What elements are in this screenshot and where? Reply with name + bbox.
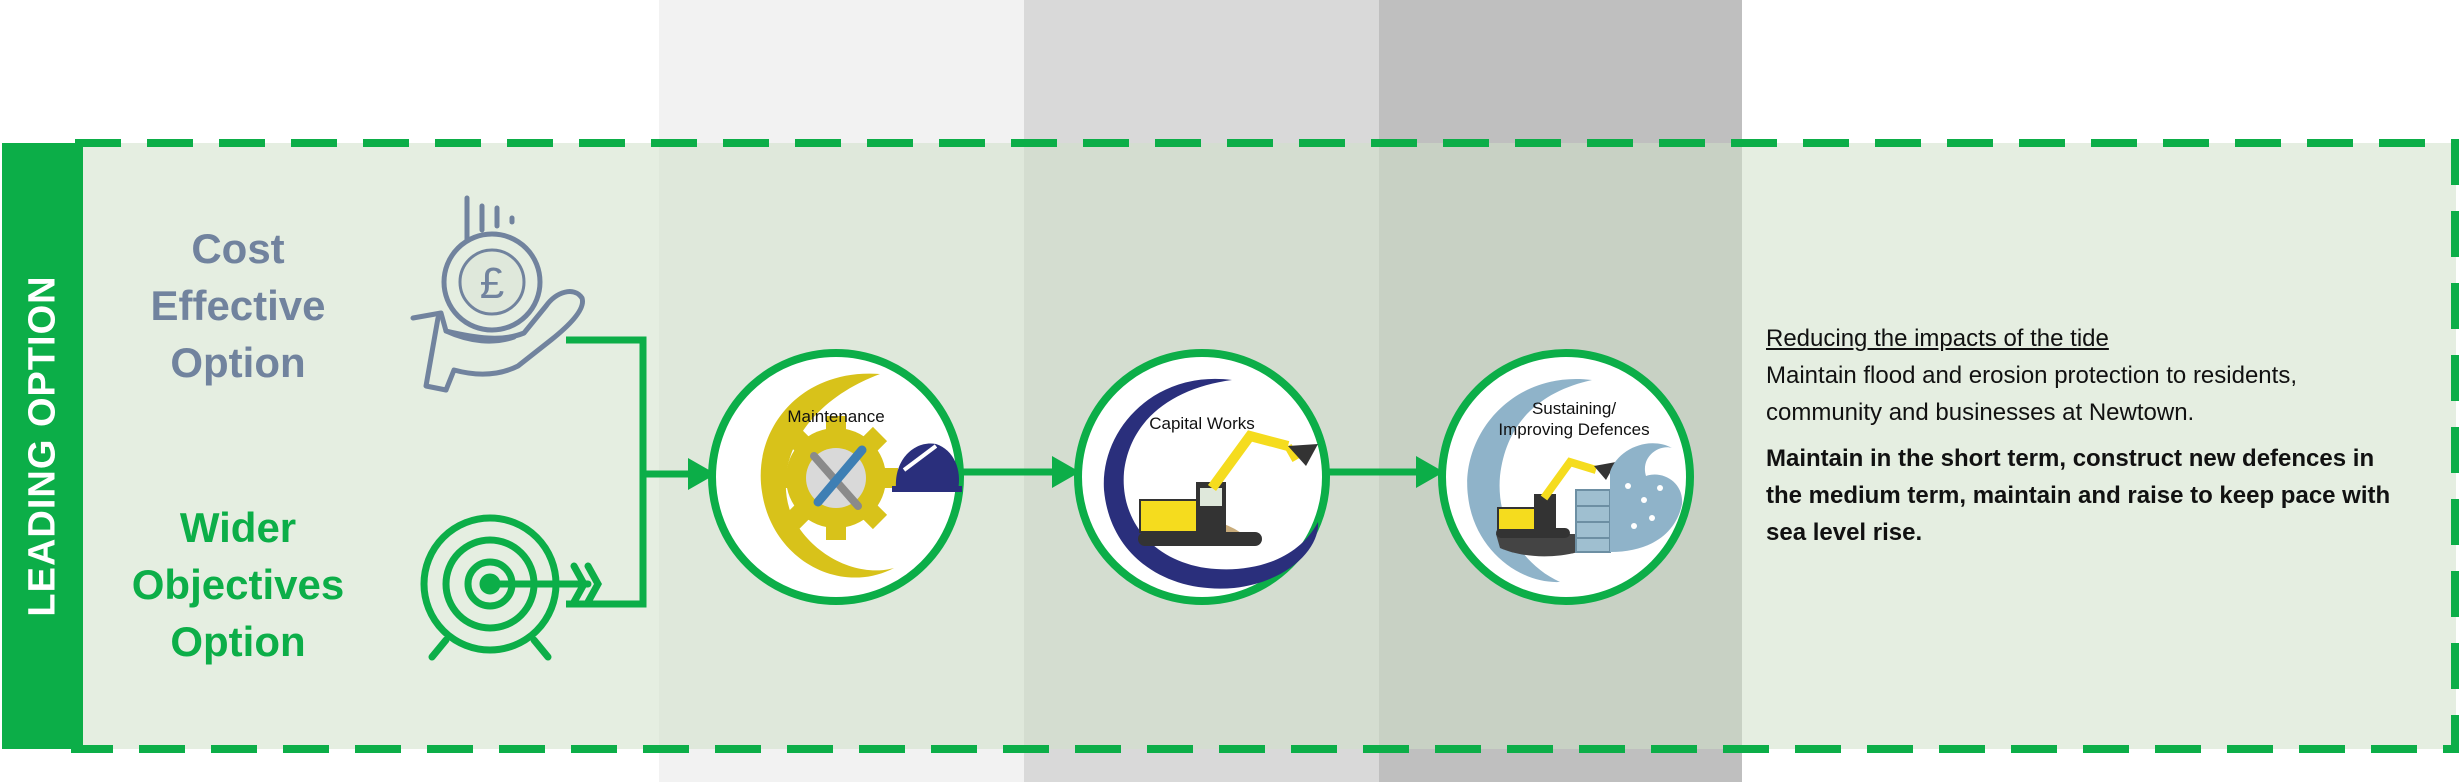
wider-label-line-1: Wider <box>179 504 297 551</box>
leading-option-bar <box>2 143 83 749</box>
excavator-icon <box>1138 430 1318 546</box>
cost-label-line-2: Effective <box>150 282 326 329</box>
connector-arrow-2 <box>1052 456 1080 488</box>
stage-title-line: Capital Works <box>1149 414 1255 433</box>
description-summary: Maintain in the short term, construct ne… <box>1766 445 2391 546</box>
cost-label-line-3: Option <box>170 339 306 386</box>
stage-capital-works <box>1074 349 1330 605</box>
excavator-seawall-wave-icon <box>1496 443 1683 557</box>
gear-wrench-hardhat-icon <box>774 416 962 540</box>
wider-objectives-option-label: Wider Objectives Option <box>108 499 368 670</box>
connector-arrow-3 <box>1416 456 1444 488</box>
stage-sustaining-improving-defences <box>1438 349 1694 605</box>
connector-arrow-1 <box>688 458 716 490</box>
svg-text:£: £ <box>480 259 504 308</box>
cost-label-line-1: Cost <box>191 225 285 272</box>
stage-maintenance <box>708 349 964 605</box>
stage-title-line: Maintenance <box>787 407 885 426</box>
cost-effective-option-label: Cost Effective Option <box>118 220 358 391</box>
description-heading: Reducing the impacts of the tide <box>1766 325 2109 352</box>
target-arrow-icon <box>420 514 603 661</box>
description-block: Reducing the impacts of the tide Maintai… <box>1766 320 2406 551</box>
wider-label-line-3: Option <box>170 618 306 665</box>
stage-title-line: Sustaining/ <box>1531 399 1617 418</box>
stage-title-capital-works: Capital Works <box>1122 413 1282 434</box>
description-body: Maintain flood and erosion protection to… <box>1766 362 2297 426</box>
wider-label-line-2: Objectives <box>131 561 345 608</box>
dashed-frame <box>71 139 2459 753</box>
stage-title-sustaining-improving-defences: Sustaining/ Improving Defences <box>1476 398 1672 440</box>
hand-coin-pound-icon: £ <box>410 195 585 393</box>
stage-title-maintenance: Maintenance <box>756 406 916 427</box>
leading-option-label: LEADING OPTION <box>21 275 64 617</box>
stage-title-line: Improving Defences <box>1498 420 1650 439</box>
option-connector <box>566 336 690 608</box>
